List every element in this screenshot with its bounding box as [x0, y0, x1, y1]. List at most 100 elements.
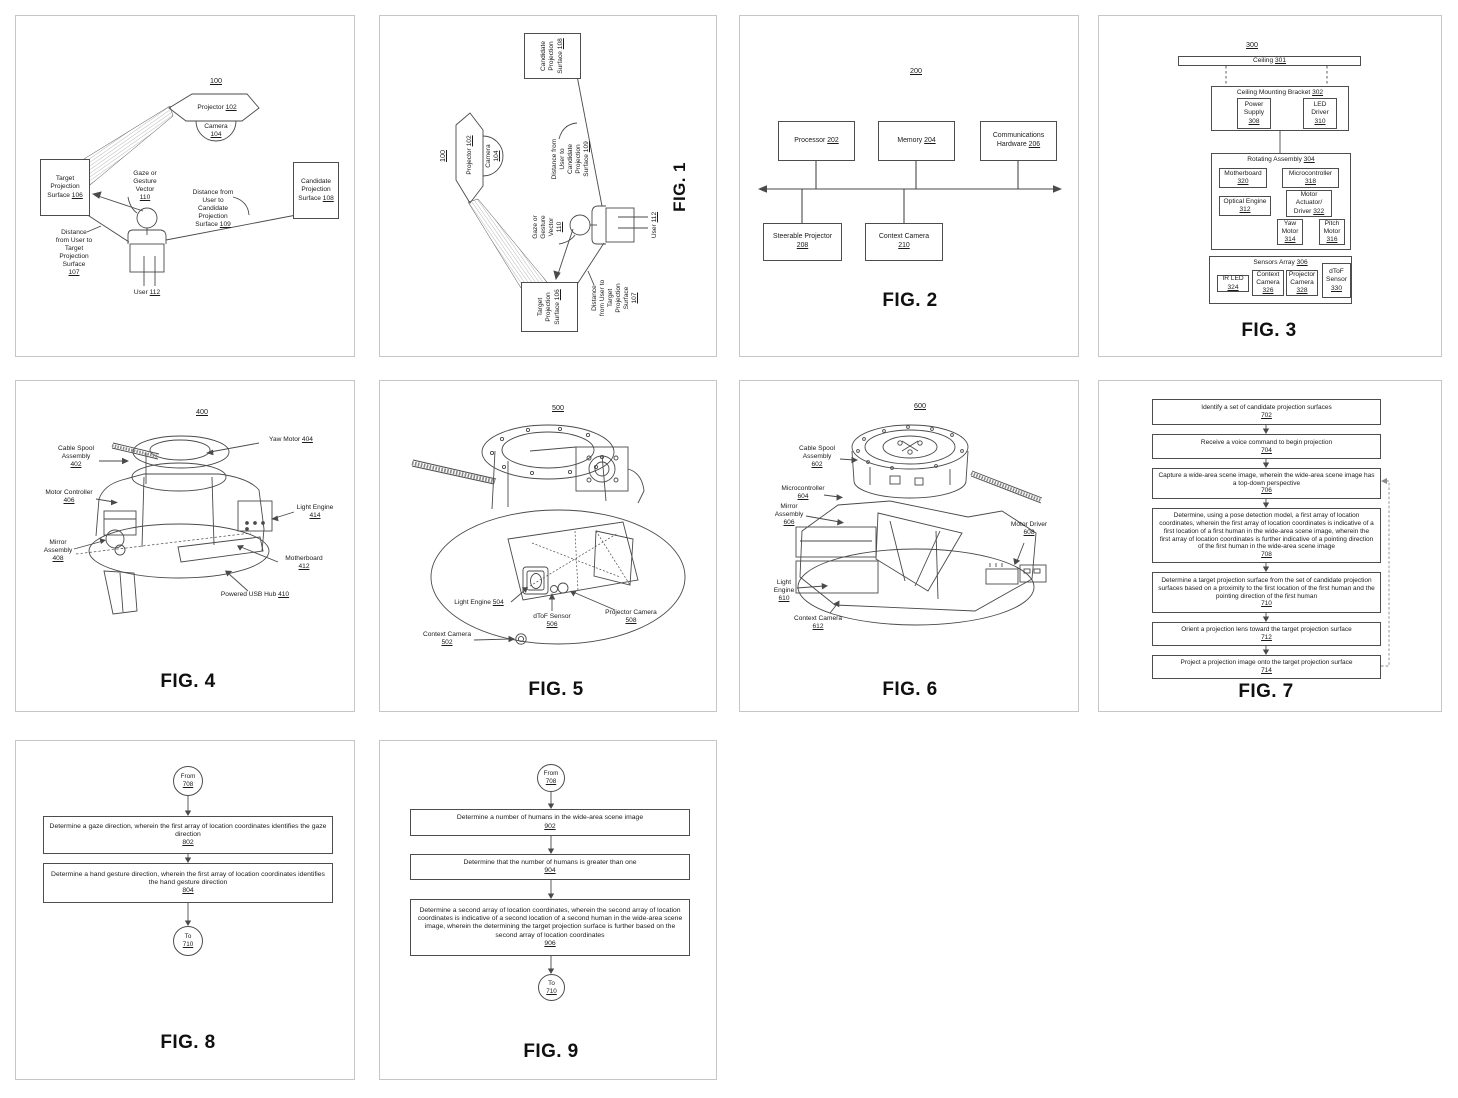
fig6-ref-number: 600: [914, 401, 926, 410]
step-906-box: Determine a second array of location coo…: [410, 899, 690, 956]
dist-target-label: Distance from User to Target Projection …: [55, 229, 93, 277]
fig4-caption: FIG. 4: [160, 671, 216, 692]
led-driver-box: LED Driver 310: [1303, 98, 1337, 129]
fig5-line-art: [411, 424, 686, 645]
ir-led-box: IR LED 324: [1217, 275, 1249, 292]
user-candidate-line: [165, 211, 313, 241]
cable-spool-label: Cable Spool Assembly 602: [799, 445, 835, 469]
motor-controller-label: Motor Controller 406: [45, 489, 93, 505]
projector-camera-box: Projector Camera 328: [1286, 270, 1318, 296]
panel-fig7: Identify a set of candidate projection s…: [1098, 380, 1442, 712]
dist-candidate-label: Distance from User to Candidate Projecti…: [551, 138, 591, 180]
context-camera-label: Context Camera 502: [422, 631, 471, 647]
user-torso: [129, 243, 165, 273]
power-supply-box: Power Supply 308: [1237, 98, 1271, 129]
usb-hub-label: Powered USB Hub 410: [220, 591, 290, 598]
context-camera-label: Context Camera 612: [793, 615, 842, 631]
memory-box: Memory 204: [878, 121, 955, 161]
bus-arrow-right: [1053, 185, 1062, 193]
pitch-motor-box: Pitch Motor 316: [1319, 219, 1345, 245]
step-704-box: Receive a voice command to begin project…: [1152, 434, 1381, 459]
camera-label: Camera 104: [204, 123, 228, 139]
fig6-line-art: [795, 424, 1047, 626]
fig2-ref-number: 200: [910, 66, 922, 75]
panel-fig1-cover: 100 Projector 102 Camera 104 Target Proj…: [15, 15, 355, 357]
panel-fig2: 200 Processor 202 Memory 204 Communicati…: [739, 15, 1079, 357]
yaw-motor-label: Yaw Motor 404: [269, 436, 313, 443]
motherboard-box: Motherboard 320: [1219, 168, 1267, 188]
user-label: User 112: [651, 211, 658, 239]
mirror-assembly-label: Mirror Assembly 408: [43, 539, 73, 563]
motherboard-label: Motherboard 412: [285, 555, 323, 571]
camera-label: Camera 104: [485, 144, 501, 168]
motor-actuator-driver-box: Motor Actuator/ Driver 322: [1286, 190, 1332, 217]
ceiling-bar: Ceiling 301: [1178, 56, 1361, 66]
bus-arrow-left: [758, 185, 767, 193]
projector-label: Projector 102: [197, 104, 237, 111]
mirror-assembly-label: Mirror Assembly 606: [774, 503, 804, 527]
user-label: User 112: [133, 289, 161, 296]
context-camera-box: Context Camera 326: [1252, 270, 1284, 296]
projector-label: Projector 102: [466, 135, 473, 175]
fig3-caption: FIG. 3: [1241, 320, 1297, 341]
gaze-arrowhead: [91, 191, 102, 199]
candidate-surface-box: Candidate Projection Surface 108: [524, 33, 581, 79]
dist-candidate-label: Distance from User to Candidate Projecti…: [192, 189, 234, 229]
microcontroller-box: Microcontroller 318: [1282, 168, 1339, 188]
gaze-label: Gaze or Gesture Vector 110: [133, 170, 157, 202]
step-714-box: Project a projection image onto the targ…: [1152, 655, 1381, 679]
panel-fig1: 100 Projector 102 Camera 104 Target Proj…: [379, 15, 717, 357]
candidate-surface-box: Candidate Projection Surface 108: [293, 162, 339, 219]
step-904-box: Determine that the number of humans is g…: [410, 854, 690, 880]
panel-fig6: 600 Cable Spool Assembly 602 Microcontro…: [739, 380, 1079, 712]
yaw-motor-box: Yaw Motor 314: [1277, 219, 1303, 245]
processor-box: Processor 202: [778, 121, 855, 161]
panel-fig4: 400 Cable Spool Assembly 402 Yaw Motor 4…: [15, 380, 355, 712]
cable-spool-label: Cable Spool Assembly 402: [58, 445, 94, 469]
light-engine-label: Light Engine 504: [454, 599, 504, 606]
step-708-box: Determine, using a pose detection model,…: [1152, 508, 1381, 563]
fig5-ref-number: 500: [552, 403, 564, 412]
panel-fig5: 500 Light Engine 504 dToF Sensor 506 Pro…: [379, 380, 717, 712]
gaze-label: Gaze or Gesture Vector 110: [532, 215, 564, 239]
rotating-assembly-title: Rotating Assembly 304: [1247, 156, 1315, 163]
projector-camera-label: Projector Camera 508: [605, 609, 657, 625]
dtof-sensor-box: dToF Sensor 330: [1322, 263, 1351, 298]
sensors-array-title: Sensors Array 306: [1253, 259, 1308, 266]
target-surface-box: Target Projection Surface 106: [40, 159, 90, 216]
fig1-stage: 100 Projector 102 Camera 104 Target Proj…: [16, 16, 354, 356]
dtof-sensor-label: dToF Sensor 506: [533, 613, 571, 629]
light-engine-label: Light Engine 414: [296, 504, 334, 520]
dist-target-label: Distance from User to Target Projection …: [591, 279, 639, 317]
step-804-box: Determine a hand gesture direction, wher…: [43, 863, 333, 903]
communications-hardware-box: Communications Hardware 206: [980, 121, 1057, 161]
fig1-ref-number: 100: [438, 150, 447, 162]
fig2-caption: FIG. 2: [882, 290, 938, 311]
fig1-caption: FIG. 1: [670, 162, 689, 212]
light-engine-label: Light Engine 610: [773, 579, 795, 603]
optical-engine-box: Optical Engine 312: [1219, 196, 1271, 216]
step-712-box: Orient a projection lens toward the targ…: [1152, 622, 1381, 646]
fig9-caption: FIG. 9: [523, 1041, 579, 1062]
dist109-leader: [232, 196, 250, 216]
microcontroller-label: Microcontroller 604: [781, 485, 825, 501]
step-902-box: Determine a number of humans in the wide…: [410, 809, 690, 836]
panel-fig3: 300 Ceiling 301 Ceiling Mounting Bracket…: [1098, 15, 1442, 357]
user-shoulders: [127, 229, 167, 244]
fig7-caption: FIG. 7: [1238, 681, 1294, 702]
context-camera-box: Context Camera 210: [865, 223, 943, 261]
steerable-projector-box: Steerable Projector 208: [763, 223, 842, 261]
fig4-ref-number: 400: [196, 407, 208, 416]
fig6-caption: FIG. 6: [882, 679, 938, 700]
motor-driver-label: Motor Driver 608: [1010, 521, 1048, 537]
step-802-box: Determine a gaze direction, wherein the …: [43, 816, 333, 854]
step-702-box: Identify a set of candidate projection s…: [1152, 399, 1381, 425]
fig8-caption: FIG. 8: [160, 1032, 216, 1053]
bracket-title: Ceiling Mounting Bracket 302: [1236, 89, 1324, 96]
fig5-caption: FIG. 5: [528, 679, 584, 700]
